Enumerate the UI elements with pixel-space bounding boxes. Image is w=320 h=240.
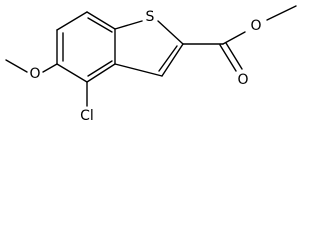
bond-c7-c6 <box>56 11 88 31</box>
bond-carbonyl-double-b <box>225 42 243 70</box>
bond-c4-c3a <box>86 63 116 83</box>
chlorine-atom-label: Cl <box>80 108 94 124</box>
bond-c3-c3a <box>114 63 163 77</box>
bond-s-c2 <box>157 20 184 45</box>
bond-carbonyl-c-ester-o <box>222 31 246 45</box>
bond-c5-c4 <box>56 63 88 83</box>
bond-methoxy-o-methyl <box>5 59 28 73</box>
bond-c7-c7-inner <box>87 17 113 33</box>
methoxy-oxygen-atom-label: O <box>29 66 40 82</box>
sulfur-atom-label: S <box>146 9 155 25</box>
bond-c7a-c7 <box>86 11 116 30</box>
bond-carbonyl-double-a <box>219 44 237 72</box>
bond-c7a-s <box>114 20 143 30</box>
molecule-structure-diagram: S O O O Cl <box>5 5 297 124</box>
carbonyl-oxygen-atom-label: O <box>237 72 248 88</box>
bond-c5-methoxy-o <box>42 63 58 73</box>
bond-ester-o-methyl <box>266 5 297 21</box>
bond-c4-c3a-inner <box>87 60 113 77</box>
bond-c2-c3-inner <box>158 45 178 72</box>
ester-oxygen-atom-label: O <box>250 18 261 34</box>
bond-c2-c3 <box>161 43 184 77</box>
